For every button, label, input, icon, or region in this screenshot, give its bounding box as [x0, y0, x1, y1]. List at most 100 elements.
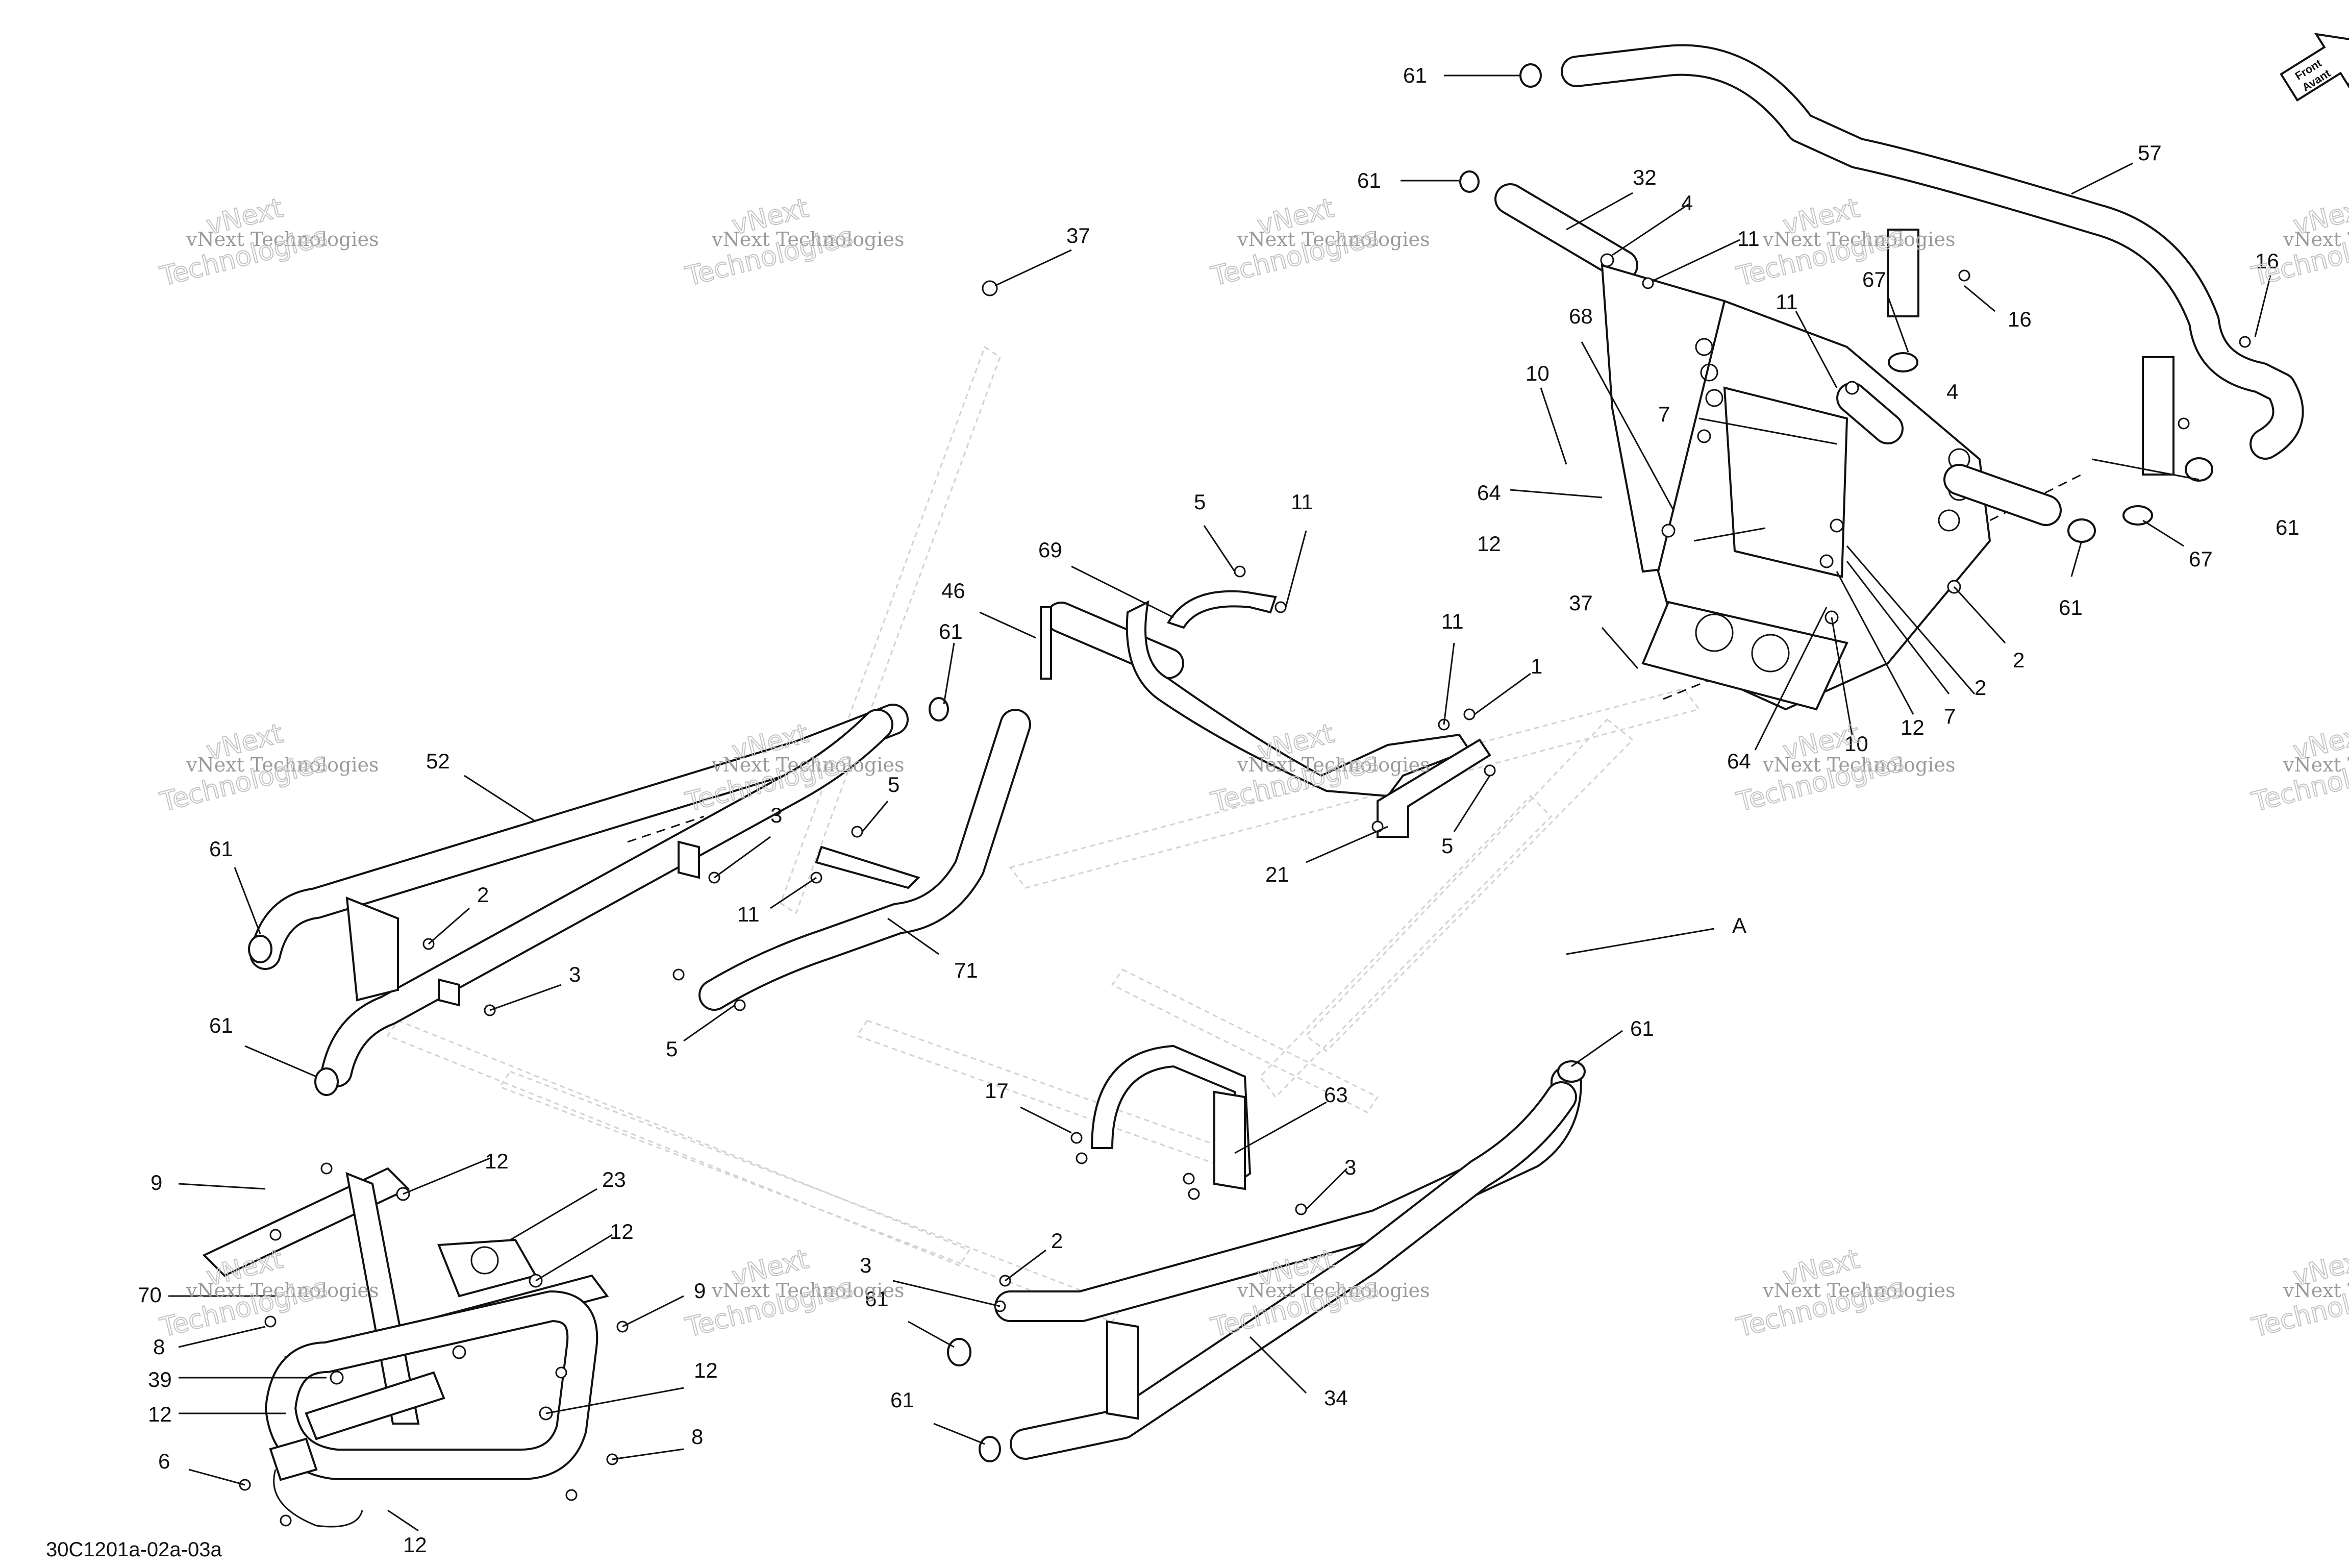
- callout: 63: [1324, 1083, 1348, 1107]
- callout: 2: [477, 883, 489, 907]
- watermark-text: vNext Technologies: [1237, 1279, 1430, 1302]
- watermark-text: vNext Technologies: [2283, 754, 2349, 776]
- callout: 5: [888, 773, 899, 797]
- callout: 3: [860, 1253, 871, 1277]
- callout: 61: [209, 837, 233, 861]
- alignment-dashed-line-2: [1948, 474, 2082, 542]
- callout: 68: [1569, 304, 1593, 328]
- front-bracket-assembly: [1601, 264, 2062, 711]
- callout: 11: [1776, 290, 1798, 314]
- callout: 39: [148, 1367, 172, 1391]
- diagram-code: 30C1201a-02a-03a: [46, 1538, 222, 1561]
- callout: 69: [1038, 538, 1062, 562]
- callout: 61: [939, 619, 963, 643]
- callout: 34: [1324, 1386, 1348, 1410]
- callout: 12: [694, 1358, 718, 1382]
- part-63-u-bracket: [1090, 1044, 1252, 1190]
- callout: 61: [890, 1388, 914, 1412]
- callout: 16: [2008, 307, 2032, 331]
- callout: 5: [666, 1037, 678, 1061]
- callout: 1: [1531, 654, 1542, 678]
- callout: 52: [426, 749, 450, 773]
- front-direction-arrow-icon: Front Avant: [2280, 33, 2349, 102]
- watermark-text: vNext Technologies: [1762, 1279, 1955, 1302]
- callout: 16: [2255, 249, 2279, 273]
- watermark-text: vNext Technologies: [711, 1279, 904, 1302]
- callout: 12: [610, 1219, 634, 1243]
- callout: 4: [1681, 191, 1693, 215]
- callout: 67: [1862, 267, 1886, 291]
- callout: 64: [1477, 481, 1501, 505]
- callout: 61: [2276, 515, 2300, 539]
- callout: 61: [1403, 63, 1427, 87]
- watermark-text: vNext Technologies: [186, 754, 379, 776]
- callout: 10: [1844, 732, 1868, 756]
- watermark-text: vNext Technologies: [711, 228, 904, 251]
- callout: 21: [1265, 862, 1289, 886]
- callout: 67: [2189, 547, 2213, 571]
- callout-labels: 61 61 57 32 4 11 37 16 16 67 11 4 68 10 …: [138, 63, 2300, 1557]
- watermark-text: vNext Technologies: [711, 754, 904, 776]
- callout: 70: [138, 1283, 162, 1307]
- callout: 12: [1901, 715, 1925, 739]
- watermark-text: vNext Technologies: [1237, 228, 1430, 251]
- callout: 6: [158, 1449, 170, 1473]
- callout: 57: [2138, 141, 2162, 165]
- callout: 12: [485, 1149, 509, 1173]
- callout: 37: [1569, 591, 1593, 615]
- part-71-brace: [698, 709, 1031, 1011]
- callout: 61: [209, 1013, 233, 1037]
- callout: 2: [1051, 1229, 1063, 1253]
- callout: 11: [1441, 609, 1464, 633]
- callout: 9: [151, 1171, 162, 1194]
- callout: 61: [2059, 595, 2083, 619]
- callout: 11: [1737, 227, 1760, 251]
- callout: 32: [1633, 165, 1657, 189]
- callout: 7: [1658, 402, 1670, 426]
- part-52-frame: [249, 704, 909, 1087]
- callout: 2: [2013, 648, 2025, 672]
- watermark-text: vNext Technologies: [186, 1279, 379, 1302]
- callout: 71: [954, 958, 978, 982]
- callout: 11: [1291, 490, 1313, 514]
- callout: 4: [1946, 380, 1958, 404]
- callout: 7: [1944, 704, 1956, 728]
- part-69-brace: [1040, 590, 1471, 798]
- callout: 46: [941, 579, 965, 603]
- callout: 11: [737, 902, 760, 926]
- callout: 3: [1344, 1155, 1356, 1179]
- callout: 61: [865, 1287, 889, 1311]
- hitch-assembly: [202, 1167, 609, 1528]
- callout: 5: [1194, 490, 1206, 514]
- callout: 12: [1477, 532, 1501, 556]
- part-34-frame: [994, 1066, 1582, 1460]
- watermark-text: vNext Technologies: [1762, 754, 1955, 776]
- callout: 23: [602, 1167, 626, 1191]
- callout: 5: [1441, 834, 1453, 858]
- callout: 37: [1066, 223, 1090, 247]
- callout: 64: [1727, 749, 1751, 773]
- callout: 3: [569, 962, 581, 986]
- callout: A: [1732, 913, 1746, 937]
- callout: 12: [403, 1533, 427, 1557]
- alignment-dashed-line: [1663, 652, 1776, 700]
- caps-group: [248, 63, 2213, 1462]
- callout: 61: [1357, 168, 1381, 192]
- watermark-text: vNext Technologies: [2283, 1279, 2349, 1302]
- watermark-text: vNext Technologies: [1237, 754, 1430, 776]
- leader-lines: [168, 74, 2271, 1532]
- callout: 8: [691, 1425, 703, 1449]
- watermark-text: vNext Technologies: [1762, 228, 1955, 251]
- callout: 9: [694, 1279, 706, 1303]
- watermark-text: vNext Technologies: [2283, 228, 2349, 251]
- callout: 17: [985, 1079, 1009, 1103]
- callout: 2: [1975, 676, 1986, 700]
- callout: 61: [1630, 1016, 1654, 1040]
- callout: 8: [153, 1335, 165, 1359]
- alignment-dashed-line-3: [627, 815, 705, 843]
- part-21-bracket: [1377, 738, 1491, 838]
- callout: 3: [770, 803, 782, 827]
- watermark-text: vNext Technologies: [186, 228, 379, 251]
- callout: 12: [148, 1402, 172, 1426]
